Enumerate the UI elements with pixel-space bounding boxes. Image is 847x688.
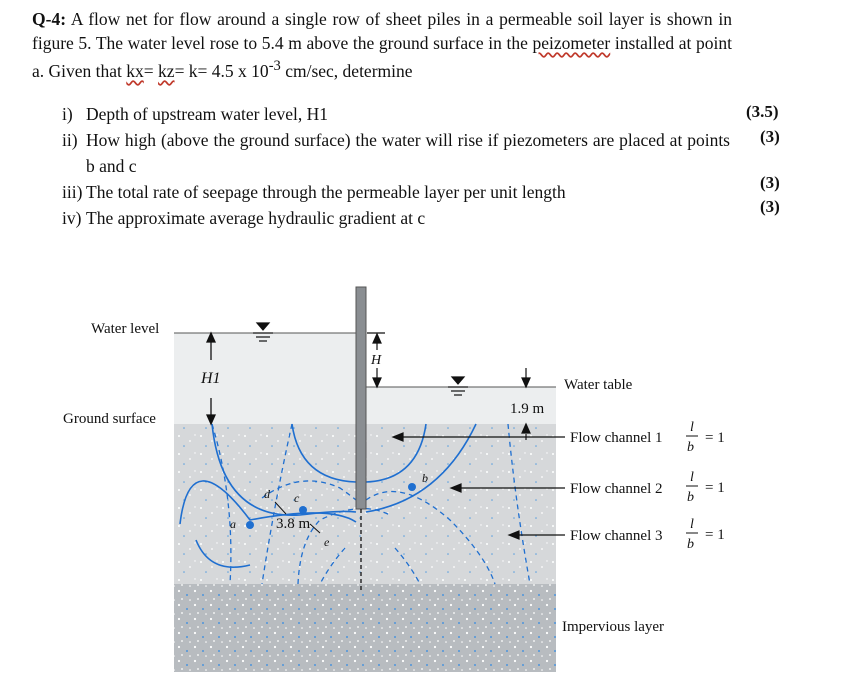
depth-label: 1.9 m bbox=[510, 401, 545, 417]
sheet-pile bbox=[355, 286, 367, 510]
item-label: iii) bbox=[62, 182, 83, 202]
marks-4: (3) bbox=[760, 197, 780, 216]
spacing-arrow-up bbox=[274, 501, 287, 515]
equipotential-lines bbox=[211, 423, 531, 585]
kx-symbol: kx bbox=[126, 60, 144, 81]
ratio-2: l b = 1 bbox=[686, 470, 725, 505]
ratio-1-l: l bbox=[690, 420, 694, 435]
ratio-3: l b = 1 bbox=[686, 517, 725, 552]
list-item: i) Depth of upstream water level, H1 bbox=[62, 101, 730, 127]
ratio-2-value: = 1 bbox=[705, 480, 725, 496]
flow-lines bbox=[179, 423, 477, 569]
item-text: Depth of upstream water level, H1 bbox=[86, 104, 329, 124]
list-item: iii) The total rate of seepage through t… bbox=[62, 179, 730, 205]
question-text-3: = k= 4.5 x 10 bbox=[174, 60, 269, 81]
impervious-layer-label: Impervious layer bbox=[562, 619, 664, 635]
h1-label: H1 bbox=[200, 370, 221, 387]
point-a-marker bbox=[246, 521, 254, 529]
h-label: H bbox=[370, 353, 382, 368]
exponent: -3 bbox=[268, 58, 281, 74]
item-label: i) bbox=[62, 104, 73, 124]
h-dimension bbox=[367, 332, 385, 389]
water-level-label: Water level bbox=[91, 321, 159, 337]
depth-dimension bbox=[521, 368, 531, 440]
sub-questions: i) Depth of upstream water level, H1 ii)… bbox=[62, 101, 730, 231]
point-a-label: a bbox=[230, 517, 236, 531]
ratio-2-b: b bbox=[687, 490, 694, 505]
marks-3: (3) bbox=[760, 173, 780, 192]
item-label: ii) bbox=[62, 130, 78, 150]
ground-surface-label: Ground surface bbox=[63, 411, 156, 427]
water-level-symbol bbox=[253, 322, 273, 342]
kz-symbol: kz bbox=[158, 60, 175, 81]
ratio-1-value: = 1 bbox=[705, 430, 725, 446]
question-text: Q-4: A flow net for flow around a single… bbox=[32, 9, 732, 81]
item-label: iv) bbox=[62, 208, 82, 228]
point-b-marker bbox=[408, 483, 416, 491]
h1-dimension bbox=[205, 331, 217, 426]
question-text-1: A flow net for flow around a single row … bbox=[32, 9, 732, 53]
ratio-3-b: b bbox=[687, 537, 694, 552]
list-item: iv) The approximate average hydraulic gr… bbox=[62, 205, 730, 231]
ratio-1-b: b bbox=[687, 440, 694, 455]
flow-channel-2-label: Flow channel 2 bbox=[570, 481, 662, 497]
spacing-arrow-down bbox=[309, 523, 321, 534]
ratio-3-value: = 1 bbox=[705, 527, 725, 543]
question-text-4: cm/sec, determine bbox=[285, 60, 413, 81]
point-c-label: c bbox=[294, 491, 300, 505]
point-c-marker bbox=[299, 506, 307, 514]
marks-1: (3.5) bbox=[746, 102, 779, 121]
water-table-symbol bbox=[448, 376, 468, 396]
point-d-label: d bbox=[264, 487, 271, 501]
water-table-label: Water table bbox=[564, 377, 633, 393]
flow-channel-1-label: Flow channel 1 bbox=[570, 430, 662, 446]
question-text-2: installed at point a. Given that bbox=[32, 32, 732, 81]
item-text: The approximate average hydraulic gradie… bbox=[86, 208, 426, 228]
point-e-label: e bbox=[324, 535, 330, 549]
list-item: ii) How high (above the ground surface) … bbox=[62, 127, 730, 179]
downstream-water bbox=[366, 387, 556, 424]
flow-channel-leaders bbox=[391, 432, 565, 540]
misspelled-word: peizometer bbox=[532, 32, 611, 53]
ratio-1: l b = 1 bbox=[686, 420, 725, 455]
flow-channel-3-label: Flow channel 3 bbox=[570, 528, 662, 544]
item-text: The total rate of seepage through the pe… bbox=[86, 182, 566, 202]
upstream-water bbox=[174, 333, 356, 424]
marks-2: (3) bbox=[760, 127, 780, 146]
question-number: Q-4: bbox=[32, 9, 67, 29]
impervious-layer bbox=[174, 584, 556, 672]
item-text: How high (above the ground surface) the … bbox=[86, 130, 730, 176]
point-b-label: b bbox=[422, 471, 428, 485]
ratio-3-l: l bbox=[690, 517, 694, 532]
spacing-label: 3.8 m bbox=[276, 516, 311, 532]
ratio-2-l: l bbox=[690, 470, 694, 485]
